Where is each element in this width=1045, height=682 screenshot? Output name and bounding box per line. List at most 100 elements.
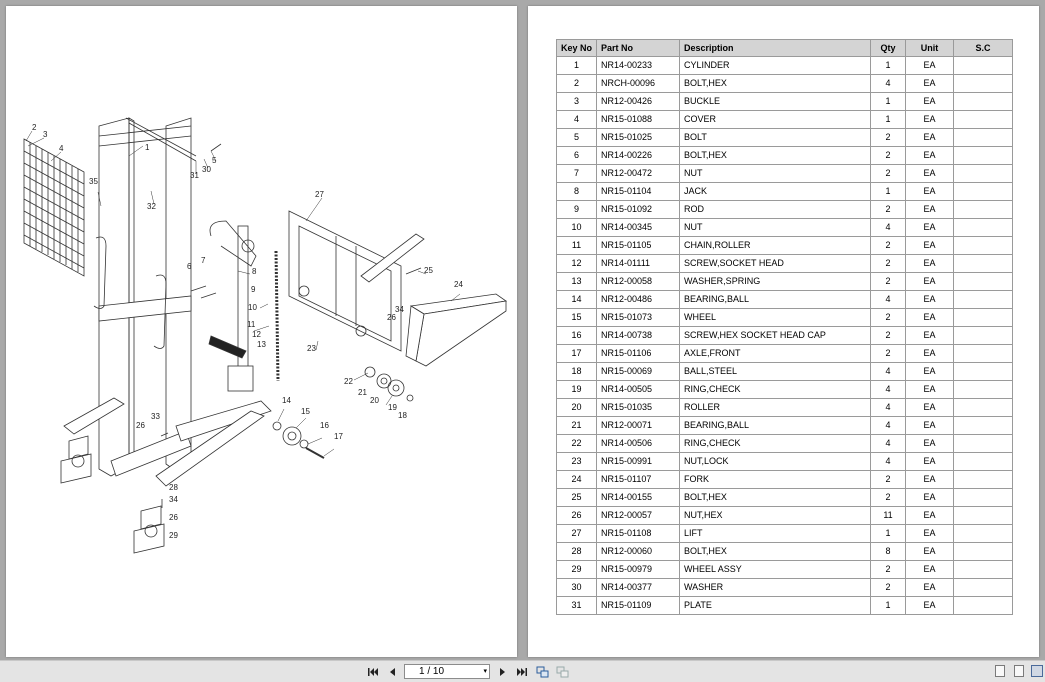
cell-unit: EA <box>905 218 955 237</box>
cell-part-no: NR15-00979 <box>596 560 681 579</box>
cell-qty: 2 <box>870 128 907 147</box>
cell-description: ROLLER <box>679 398 872 417</box>
cell-unit: EA <box>905 128 955 147</box>
callout-18: 18 <box>398 411 407 420</box>
cell-key-no: 9 <box>555 200 598 219</box>
cell-key-no: 21 <box>555 416 598 435</box>
cell-description: BEARING,BALL <box>679 416 872 435</box>
cell-part-no: NR12-00058 <box>596 272 681 291</box>
cell-unit: EA <box>905 290 955 309</box>
cell-key-no: 2 <box>555 74 598 93</box>
cell-key-no: 6 <box>555 146 598 165</box>
cell-description: NUT <box>679 164 872 183</box>
callout-4: 4 <box>59 144 64 153</box>
cell-unit: EA <box>905 488 955 507</box>
two-page-view-icon[interactable] <box>1031 665 1043 677</box>
cell-key-no: 19 <box>555 380 598 399</box>
cell-description: WASHER,SPRING <box>679 272 872 291</box>
cell-description: NUT <box>679 218 872 237</box>
cell-part-no: NR15-00991 <box>596 452 681 471</box>
callout-10: 10 <box>248 303 257 312</box>
cell-part-no: NR15-01088 <box>596 110 681 129</box>
cell-qty: 1 <box>870 56 907 75</box>
callout-33: 33 <box>151 412 160 421</box>
go-back-button[interactable] <box>535 664 549 679</box>
cell-description: LIFT <box>679 524 872 543</box>
cell-key-no: 8 <box>555 182 598 201</box>
cell-part-no: NR14-00345 <box>596 218 681 237</box>
diagram-page: 1 2 3 4 35 32 31 30 5 27 6 7 8 9 10 11 1… <box>6 6 517 657</box>
prev-page-button[interactable] <box>385 664 399 679</box>
viewer-toolbar: 1 / 10 ▾ <box>0 660 1045 682</box>
chevron-down-icon: ▾ <box>483 668 487 675</box>
page-number-field[interactable]: 1 / 10 ▾ <box>404 664 490 679</box>
cell-sc <box>953 560 1014 579</box>
mesh-cover <box>23 138 85 277</box>
header-description: Description <box>679 39 872 57</box>
parts-list-page: Key No Part No Description Qty Unit S.C … <box>528 6 1039 657</box>
cell-sc <box>953 236 1014 255</box>
cell-unit: EA <box>905 110 955 129</box>
hydraulic-jack <box>208 220 257 392</box>
cell-description: WHEEL <box>679 308 872 327</box>
cell-description: BALL,STEEL <box>679 362 872 381</box>
cell-key-no: 24 <box>555 470 598 489</box>
cell-key-no: 18 <box>555 362 598 381</box>
cell-unit: EA <box>905 596 955 615</box>
cell-unit: EA <box>905 542 955 561</box>
cell-part-no: NR12-00486 <box>596 290 681 309</box>
cell-part-no: NR15-00069 <box>596 362 681 381</box>
cell-description: SCREW,HEX SOCKET HEAD CAP <box>679 326 872 345</box>
next-page-button[interactable] <box>496 664 510 679</box>
cell-part-no: NR15-01035 <box>596 398 681 417</box>
cell-part-no: NR15-01104 <box>596 182 681 201</box>
cell-qty: 4 <box>870 362 907 381</box>
cell-sc <box>953 254 1014 273</box>
cell-unit: EA <box>905 578 955 597</box>
continuous-view-icon[interactable] <box>1014 665 1024 677</box>
cell-key-no: 4 <box>555 110 598 129</box>
fasteners <box>160 143 422 508</box>
callout-9: 9 <box>251 285 256 294</box>
cell-part-no: NR15-01108 <box>596 524 681 543</box>
cell-unit: EA <box>905 146 955 165</box>
cell-unit: EA <box>905 524 955 543</box>
first-page-button[interactable] <box>366 664 380 679</box>
cell-description: NUT,LOCK <box>679 452 872 471</box>
go-forward-button[interactable] <box>555 664 569 679</box>
callout-22: 22 <box>344 377 353 386</box>
callout-27: 27 <box>315 190 324 199</box>
cell-part-no: NR12-00060 <box>596 542 681 561</box>
last-page-button[interactable] <box>515 664 529 679</box>
cell-qty: 4 <box>870 434 907 453</box>
cell-qty: 4 <box>870 290 907 309</box>
cell-description: SCREW,SOCKET HEAD <box>679 254 872 273</box>
cell-unit: EA <box>905 344 955 363</box>
cell-sc <box>953 290 1014 309</box>
table-header-row: Key No Part No Description Qty Unit S.C <box>555 39 1014 57</box>
cell-key-no: 26 <box>555 506 598 525</box>
cell-qty: 11 <box>870 506 907 525</box>
cell-sc <box>953 182 1014 201</box>
single-page-view-icon[interactable] <box>995 665 1005 677</box>
cell-key-no: 14 <box>555 290 598 309</box>
cell-sc <box>953 92 1014 111</box>
cell-key-no: 28 <box>555 542 598 561</box>
callout-12: 12 <box>252 330 261 339</box>
cell-key-no: 1 <box>555 56 598 75</box>
callout-6: 6 <box>187 262 192 271</box>
cell-sc <box>953 200 1014 219</box>
cell-sc <box>953 308 1014 327</box>
cell-description: AXLE,FRONT <box>679 344 872 363</box>
cell-qty: 4 <box>870 398 907 417</box>
callout-26c: 26 <box>169 513 178 522</box>
callout-21: 21 <box>358 388 367 397</box>
